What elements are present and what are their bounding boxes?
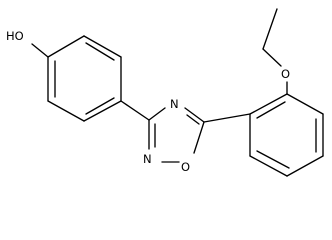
bond <box>148 107 166 121</box>
ring-n-top-label: N <box>170 97 179 111</box>
bond <box>286 93 324 115</box>
double-bond-inner <box>186 114 200 125</box>
bond-oh <box>31 43 49 58</box>
hydroxyl-label: HO <box>6 29 24 43</box>
bond <box>184 107 205 123</box>
bond <box>249 93 288 115</box>
double-bond-inner <box>85 42 115 61</box>
bond-ethyl <box>262 48 282 67</box>
bond <box>83 35 122 58</box>
bond-ring-link <box>203 113 251 123</box>
ethoxyphenyl-ring <box>249 93 324 177</box>
ring-n-bottom-label: N <box>143 152 152 166</box>
bond <box>249 155 288 177</box>
double-bond-inner <box>256 150 290 169</box>
molecule-structure: HO N N O O <box>6 8 324 177</box>
phenol-ring <box>47 35 122 122</box>
double-bond-inner <box>256 101 286 119</box>
bond <box>47 35 85 58</box>
bond-ethyl <box>262 8 278 50</box>
ring-o-label: O <box>181 160 190 174</box>
ether-o-label: O <box>281 67 290 81</box>
bond-ring-link <box>120 100 150 121</box>
bond <box>47 100 85 122</box>
double-bond-inner <box>85 97 115 115</box>
bond <box>83 100 122 122</box>
bond <box>193 121 205 154</box>
oxadiazole-ring <box>148 107 205 163</box>
bond <box>286 155 324 177</box>
